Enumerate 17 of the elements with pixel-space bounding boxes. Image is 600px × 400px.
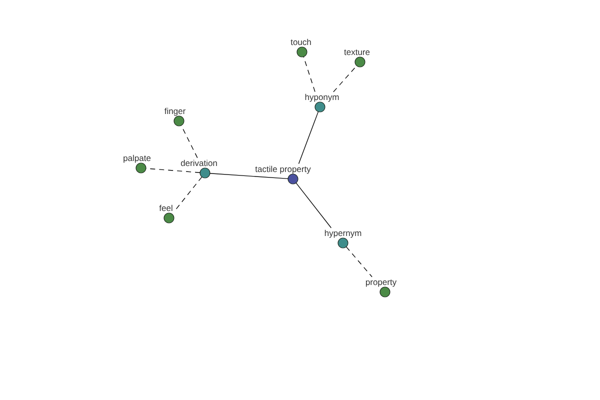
connector-line [303,56,316,92]
connector-line [346,246,372,278]
node-label: property [366,280,397,287]
node-label: feel [159,204,172,212]
node-label: touch [290,38,311,46]
node-label: tactile property [255,166,311,174]
connector-line [174,176,202,212]
node-label: finger [164,108,186,116]
connector-line [298,111,319,164]
connector-line [296,182,332,228]
node-label: texture [344,50,370,56]
node-label: hypernym [324,230,362,238]
node-label: palpate [124,154,151,163]
connector-line [333,65,358,92]
node-label: hyponym [305,94,339,102]
connector-line [210,173,288,180]
node-label: derivation [180,160,217,166]
